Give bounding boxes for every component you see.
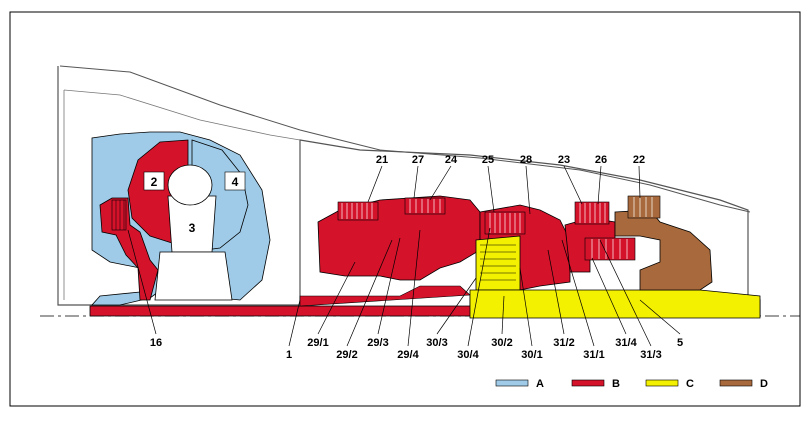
clutch-pack-lower [584, 237, 636, 261]
section-2-label: 2 [151, 175, 158, 189]
clutch-pack-lower-plates [591, 239, 628, 259]
label-27: 27 [412, 154, 424, 166]
legend: A B C D [495, 378, 768, 390]
legend-label-b: B [612, 378, 620, 390]
label-29-4: 29/4 [397, 349, 419, 361]
label-31-3: 31/3 [640, 349, 661, 361]
stator-hub [167, 164, 213, 206]
legend-label-d: D [760, 378, 768, 390]
section-3-label: 3 [189, 221, 196, 235]
top-leader-lines [367, 165, 641, 215]
label-30-1: 30/1 [521, 349, 542, 361]
label-24: 24 [445, 154, 458, 166]
clutch-pack-24 [404, 197, 446, 215]
label-29-2: 29/2 [336, 349, 357, 361]
label-21: 21 [376, 154, 388, 166]
zone-b-lockup-clutch [99, 197, 159, 301]
legend-swatch-a [495, 379, 529, 387]
clutch-pack-24-plates [409, 199, 441, 213]
legend-swatch-b [571, 379, 605, 387]
label-5: 5 [677, 337, 683, 349]
section-4-box [224, 171, 246, 191]
legend-swatch-d [719, 379, 753, 387]
legend-swatch-c [645, 379, 679, 387]
label-30-2: 30/2 [491, 337, 512, 349]
label-26: 26 [595, 154, 607, 166]
frame-border [9, 11, 801, 407]
zone-b-shaft-flange [299, 285, 471, 307]
clutch-pack-21 [337, 201, 379, 221]
zone-d-rear-planetary [614, 209, 713, 291]
label-30-4: 30/4 [457, 349, 479, 361]
label-30-3: 30/3 [426, 337, 447, 349]
stator-base [154, 251, 233, 301]
label-25: 25 [482, 154, 494, 166]
label-31-1: 31/1 [583, 349, 604, 361]
label-16: 16 [150, 337, 162, 349]
legend-label-a: A [536, 378, 544, 390]
housing-inner-contour [63, 89, 301, 300]
section-4-label: 4 [232, 175, 239, 189]
zone-c-output-shaft [469, 289, 761, 319]
zone-c-sun-gear-set [475, 235, 521, 291]
clutch-pack-26-plates [579, 203, 606, 223]
label-28: 28 [520, 154, 532, 166]
section-2-box [143, 171, 165, 191]
label-22: 22 [633, 154, 645, 166]
clutch-pack-22-plates [633, 197, 653, 217]
lockup-clutch-plates [111, 199, 127, 231]
bottom-leader-lines [127, 227, 681, 347]
clutch-pack-21-plates [341, 203, 373, 219]
label-1: 1 [286, 349, 292, 361]
clutch-pack-22 [627, 195, 661, 219]
label-31-2: 31/2 [553, 337, 574, 349]
clutch-pack-26 [574, 201, 610, 225]
zone-c-gear-teeth [480, 244, 516, 281]
label-29-1: 29/1 [307, 337, 328, 349]
label-31-4: 31/4 [615, 337, 637, 349]
label-23: 23 [558, 154, 570, 166]
label-29-3: 29/3 [367, 337, 388, 349]
legend-label-c: C [686, 378, 694, 390]
housing-upper-contour [59, 65, 751, 213]
